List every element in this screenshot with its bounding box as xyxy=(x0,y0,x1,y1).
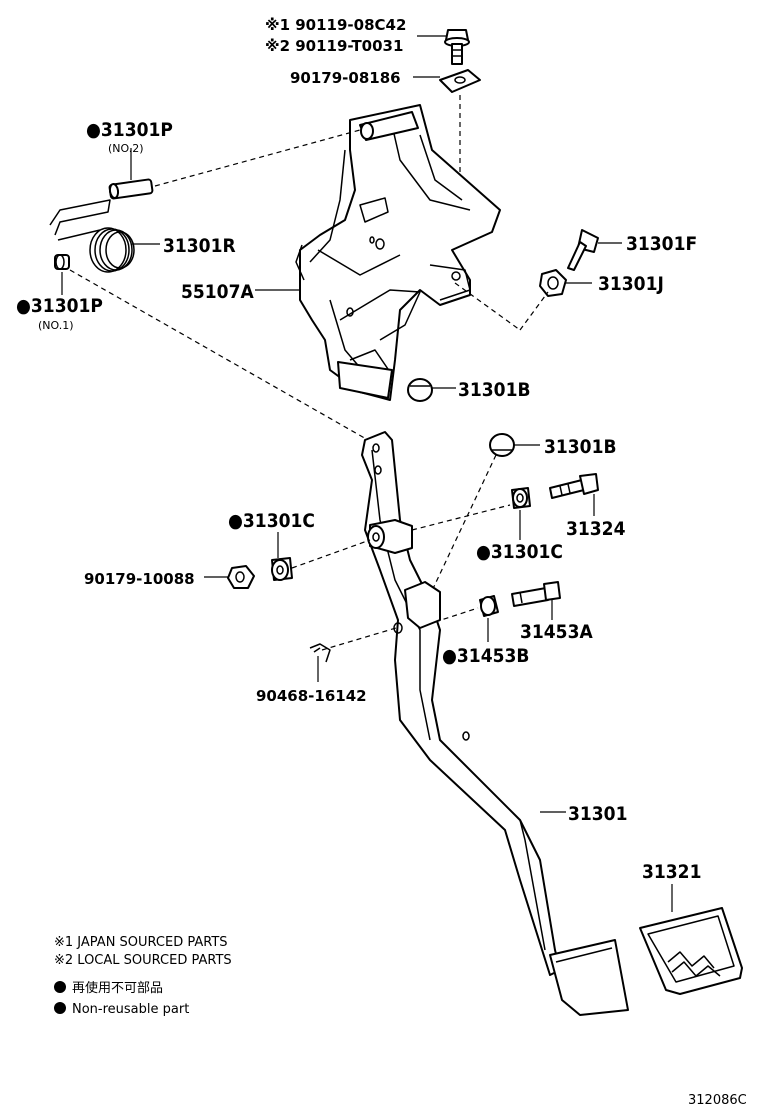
nut-31301j-icon xyxy=(539,269,567,297)
label-pedal-arm: 31301 xyxy=(568,803,627,825)
label-bolt-j1: ※1 90119-08C42 xyxy=(265,16,406,34)
label-bush-no2-sub: (NO.2) xyxy=(108,142,144,155)
bullet-icon xyxy=(54,981,66,993)
bush-31301c-left-icon xyxy=(271,557,293,581)
label-stopper-lower: 31301B xyxy=(544,436,617,458)
bullet-icon xyxy=(54,1002,66,1014)
label-bush-31453b: ●31453B xyxy=(442,645,529,667)
pedal-pad-31321-icon xyxy=(639,907,743,995)
note-nonreusable-en: Non-reusable part xyxy=(72,1002,189,1017)
label-bush-no1-sub: (NO.1) xyxy=(38,319,74,332)
label-bush-c-right: ●31301C xyxy=(476,541,563,563)
note-local-sourced: ※2 LOCAL SOURCED PARTS xyxy=(54,953,232,968)
label-pedal-pad: 31321 xyxy=(642,861,701,883)
note-japan-sourced: ※1 JAPAN SOURCED PARTS xyxy=(54,935,228,950)
bracket-55107a-icon xyxy=(295,104,501,401)
stopper-31301b-lower-icon xyxy=(489,433,515,457)
label-clip: 90468-16142 xyxy=(256,687,367,705)
bush-31301c-right-icon xyxy=(511,487,531,509)
stopper-31301b-upper-icon xyxy=(407,378,433,402)
label-bolt-31324: 31324 xyxy=(566,518,626,540)
bush-31301p-no2-icon xyxy=(108,178,154,200)
label-bolt-j2: ※2 90119-T0031 xyxy=(265,37,403,55)
spring-31301r-icon xyxy=(49,199,135,273)
note-nonreusable-jp: 再使用不可部品 xyxy=(72,980,163,996)
label-bush-no1: ●31301P xyxy=(16,295,103,317)
label-stopper-upper: 31301B xyxy=(458,379,531,401)
bolt-31301f-icon xyxy=(567,229,599,271)
clip-90468-16142-icon xyxy=(309,643,331,663)
bolt-31324-icon xyxy=(549,473,599,499)
label-bolt-31453a: 31453A xyxy=(520,621,593,643)
pedal-pad-attached-icon xyxy=(549,939,629,1016)
label-bush-no2: ●31301P xyxy=(86,119,173,141)
pedal-arm-31301-icon xyxy=(361,431,561,976)
label-bracket: 55107A xyxy=(181,281,254,303)
label-nut-j: 31301J xyxy=(598,273,664,295)
label-bolt-f: 31301F xyxy=(626,233,697,255)
bolt-90119-icon xyxy=(444,29,470,65)
label-nut-10088: 90179-10088 xyxy=(84,570,195,588)
label-nut-plate: 90179-08186 xyxy=(290,69,401,87)
label-spring: 31301R xyxy=(163,235,236,257)
bush-31453b-icon xyxy=(479,595,499,617)
bolt-31453a-icon xyxy=(511,581,561,607)
nut-90179-10088-icon xyxy=(227,565,255,589)
nut-plate-90179-08186-icon xyxy=(439,69,481,93)
bush-31301p-no1-icon xyxy=(54,254,70,270)
diagram-code: 312086C xyxy=(688,1093,747,1108)
label-bush-c-left: ●31301C xyxy=(228,510,315,532)
